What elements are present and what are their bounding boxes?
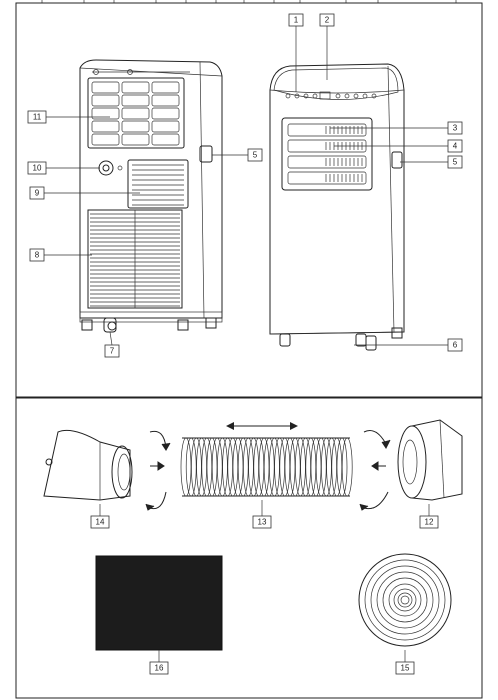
callout-13: 13 bbox=[252, 515, 272, 529]
grille-cell bbox=[151, 133, 180, 146]
lower-filter-grille bbox=[87, 209, 183, 309]
grille-cell bbox=[91, 133, 120, 146]
section-frame-accessories bbox=[15, 397, 483, 699]
svg-text:15: 15 bbox=[401, 664, 410, 673]
disc-ring bbox=[376, 571, 434, 629]
panel-button bbox=[353, 93, 359, 99]
unit-adapter bbox=[397, 419, 463, 501]
callout-5-back: 5 bbox=[247, 148, 263, 162]
exhaust-hose bbox=[180, 422, 353, 497]
callout-leaders bbox=[44, 26, 448, 516]
disc-ring bbox=[364, 559, 446, 641]
disc-ring bbox=[400, 595, 410, 605]
svg-text:6: 6 bbox=[453, 341, 458, 350]
panel-button bbox=[335, 93, 341, 99]
callout-4: 4 bbox=[447, 139, 463, 153]
callout-16: 16 bbox=[149, 661, 169, 675]
panel-display bbox=[319, 91, 331, 100]
grille-cell bbox=[151, 81, 180, 94]
svg-text:16: 16 bbox=[155, 664, 164, 673]
svg-text:5: 5 bbox=[253, 151, 258, 160]
callout-15: 15 bbox=[395, 661, 415, 675]
stretch-arrow-left bbox=[226, 422, 234, 430]
callout-8: 8 bbox=[29, 248, 45, 262]
side-handle-back bbox=[199, 145, 213, 163]
sealing-disc bbox=[358, 553, 452, 647]
grille-cell bbox=[91, 81, 120, 94]
grille-cell bbox=[91, 94, 120, 107]
side-handle-front bbox=[391, 151, 403, 169]
callout-5-front: 5 bbox=[447, 155, 463, 169]
grille-cell bbox=[151, 107, 180, 120]
grille-cell bbox=[121, 120, 150, 133]
svg-text:11: 11 bbox=[33, 113, 42, 122]
callout-12: 12 bbox=[419, 515, 439, 529]
louvre-blade bbox=[287, 171, 367, 185]
exhaust-outlet bbox=[127, 159, 189, 209]
drain-knob bbox=[98, 160, 123, 176]
callout-14: 14 bbox=[90, 515, 110, 529]
svg-text:1: 1 bbox=[294, 16, 299, 25]
callout-10: 10 bbox=[27, 161, 47, 175]
panel-button bbox=[285, 93, 291, 99]
stretch-arrow-right bbox=[290, 422, 298, 430]
callout-6: 6 bbox=[447, 338, 463, 352]
svg-text:5: 5 bbox=[453, 158, 458, 167]
air-louvres bbox=[281, 117, 373, 191]
panel-button bbox=[344, 93, 350, 99]
callout-11: 11 bbox=[27, 110, 47, 124]
disc-ring bbox=[393, 588, 417, 612]
grille-cell bbox=[121, 107, 150, 120]
disc-ring bbox=[370, 565, 440, 635]
wheels-back bbox=[81, 317, 217, 333]
callout-9: 9 bbox=[29, 186, 45, 200]
louvre-blade bbox=[287, 155, 367, 169]
control-panel bbox=[273, 67, 399, 100]
louvre-blade bbox=[287, 123, 367, 137]
rotation-arrows-right bbox=[359, 430, 391, 511]
unit-back-view bbox=[79, 59, 223, 333]
grille-cell bbox=[121, 81, 150, 94]
panel-button bbox=[294, 93, 300, 99]
disc-ring bbox=[397, 592, 413, 608]
upper-filter-grille bbox=[87, 77, 185, 149]
svg-text:2: 2 bbox=[325, 16, 330, 25]
panel-button bbox=[312, 93, 318, 99]
svg-text:10: 10 bbox=[33, 164, 42, 173]
svg-text:3: 3 bbox=[453, 124, 458, 133]
svg-text:14: 14 bbox=[96, 518, 105, 527]
svg-text:12: 12 bbox=[425, 518, 434, 527]
svg-text:4: 4 bbox=[453, 142, 458, 151]
grille-cell bbox=[151, 120, 180, 133]
panel-button bbox=[303, 93, 309, 99]
rotation-arrows-left bbox=[145, 430, 171, 511]
grille-cell bbox=[91, 120, 120, 133]
filter-pad bbox=[95, 555, 223, 651]
panel-button bbox=[362, 93, 368, 99]
disc-ring bbox=[382, 577, 428, 623]
grille-cell bbox=[121, 94, 150, 107]
svg-text:13: 13 bbox=[258, 518, 267, 527]
panel-button bbox=[371, 93, 377, 99]
window-adapter bbox=[43, 429, 133, 501]
callout-7: 7 bbox=[104, 344, 120, 358]
grille-cell bbox=[121, 133, 150, 146]
callout-2: 2 bbox=[319, 13, 335, 27]
wheels-front bbox=[279, 327, 403, 351]
section-frame-units bbox=[15, 2, 483, 398]
callout-3: 3 bbox=[447, 121, 463, 135]
disc-ring bbox=[358, 553, 452, 647]
svg-text:7: 7 bbox=[110, 347, 115, 356]
unit-front-view bbox=[269, 63, 405, 351]
disc-ring bbox=[388, 583, 422, 617]
svg-text:9: 9 bbox=[35, 189, 40, 198]
callout-1: 1 bbox=[288, 13, 304, 27]
grille-cell bbox=[91, 107, 120, 120]
svg-text:8: 8 bbox=[35, 251, 40, 260]
grille-cell bbox=[151, 94, 180, 107]
